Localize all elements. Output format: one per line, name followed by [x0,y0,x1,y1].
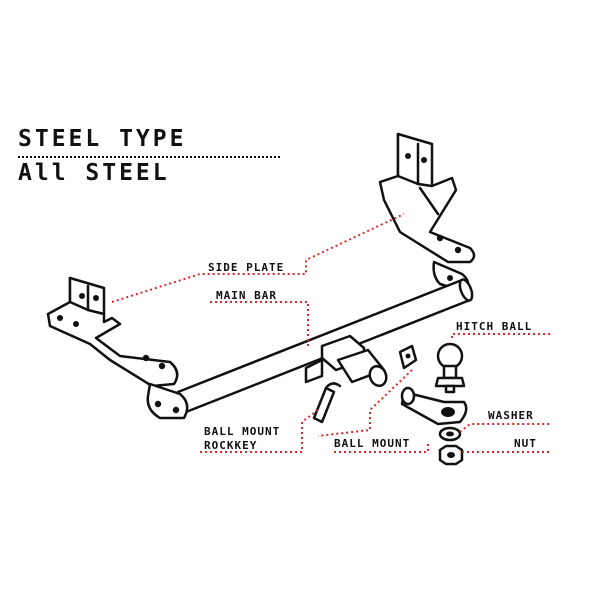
material-heading: All STEEL [18,160,170,186]
steel-type-heading: STEEL TYPE [18,126,187,152]
rockkey-leader [200,409,319,453]
ball-mount-label: BALL MOUNT [334,437,411,450]
ball-mount-rockkey-label-line1: BALL MOUNT [204,425,281,438]
side-plate-label: SIDE PLATE [208,261,285,274]
ball-mount-leader [334,442,429,453]
left-side-plate [46,276,179,388]
hitch-ball-label: HITCH BALL [456,320,533,333]
hitch-ball [434,342,466,394]
hitch-clip [398,344,418,370]
heading-divider [18,156,280,158]
hitch-ball-leader [451,333,552,338]
left-end-plate [146,382,189,420]
washer-label: WASHER [488,409,534,422]
washer-leader [459,423,550,433]
nut [438,444,464,466]
main-bar-leader [210,301,309,346]
side-plate-leader-left [111,213,405,303]
ball-mount [400,386,468,426]
leader-lines [111,213,552,453]
receiver-box [304,334,388,388]
washer [438,426,462,442]
main-bar-label: MAIN BAR [216,289,277,302]
clip-leader [317,369,413,437]
nut-label: NUT [514,437,537,450]
ball-mount-rockkey-label-line2: ROCKKEY [204,439,258,452]
right-side-plate [378,132,476,264]
ball-mount-rockkey [312,382,342,424]
